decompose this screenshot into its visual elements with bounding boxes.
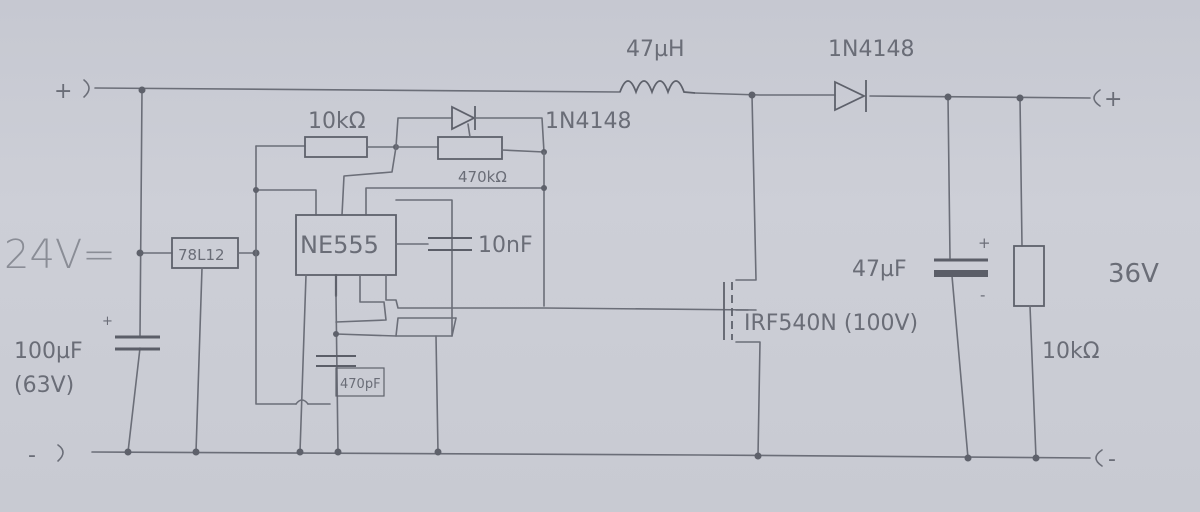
capacitor-470pf: 470pF: [316, 355, 385, 397]
mosfet-irf540n: IRF540N (100V): [723, 94, 918, 457]
input-plus-label: +: [54, 79, 72, 104]
timing-capacitor-label: 10nF: [478, 233, 533, 258]
output-plus-terminal: +: [1093, 87, 1122, 112]
output-capacitor-minus: -: [980, 286, 985, 304]
timer-lower-wiring: [299, 273, 757, 453]
output-capacitor-label: 47µF: [852, 257, 907, 282]
input-capacitor: + 100µF (63V): [14, 89, 160, 453]
regulator-78l12: 78L12: [139, 237, 257, 453]
timer-supply-wiring: [255, 145, 331, 405]
timer-ic-label: NE555: [300, 231, 379, 259]
load-resistor: 10kΩ: [1013, 97, 1100, 459]
input-capacitor-plus: +: [102, 314, 113, 329]
mosfet-label: IRF540N (100V): [744, 311, 918, 336]
small-capacitor-label: 470pF: [340, 377, 381, 392]
ne555-timer-ic: NE555: [295, 214, 397, 276]
input-capacitor-voltage: (63V): [14, 373, 74, 398]
input-capacitor-value: 100µF: [14, 339, 83, 364]
input-minus-label: -: [28, 443, 36, 468]
ground-rail: [91, 451, 1091, 459]
output-diode: 1N4148: [828, 37, 914, 112]
input-minus-terminal: -: [28, 443, 64, 468]
output-minus-terminal: -: [1095, 447, 1116, 472]
inductor-label: 47µH: [626, 37, 685, 62]
resistor-top-label: 10kΩ: [308, 109, 366, 134]
potentiometer-label: 470kΩ: [458, 168, 507, 186]
input-voltage-label: 24V=: [4, 232, 116, 278]
output-capacitor-plus: +: [978, 234, 991, 252]
regulator-label: 78L12: [178, 246, 225, 264]
timing-capacitor-10nf: 10nF: [395, 233, 533, 258]
output-diode-label: 1N4148: [828, 37, 914, 62]
inductor-47uh: 47µH: [619, 37, 696, 95]
output-voltage-label: 36V: [1108, 259, 1159, 289]
potentiometer-470k: 470kΩ: [395, 123, 545, 186]
timer-control-wiring: [341, 146, 545, 337]
output-plus-label: +: [1104, 87, 1122, 112]
resistor-10k-top: 10kΩ: [304, 109, 397, 158]
positive-rail: [94, 87, 1091, 99]
output-capacitor: + - 47µF: [852, 96, 991, 459]
load-resistor-label: 10kΩ: [1042, 339, 1100, 364]
feedback-diode-label: 1N4148: [545, 109, 631, 134]
feedback-diode: 1N4148: [395, 105, 631, 153]
input-plus-terminal: +: [54, 79, 90, 104]
output-minus-label: -: [1108, 447, 1116, 472]
